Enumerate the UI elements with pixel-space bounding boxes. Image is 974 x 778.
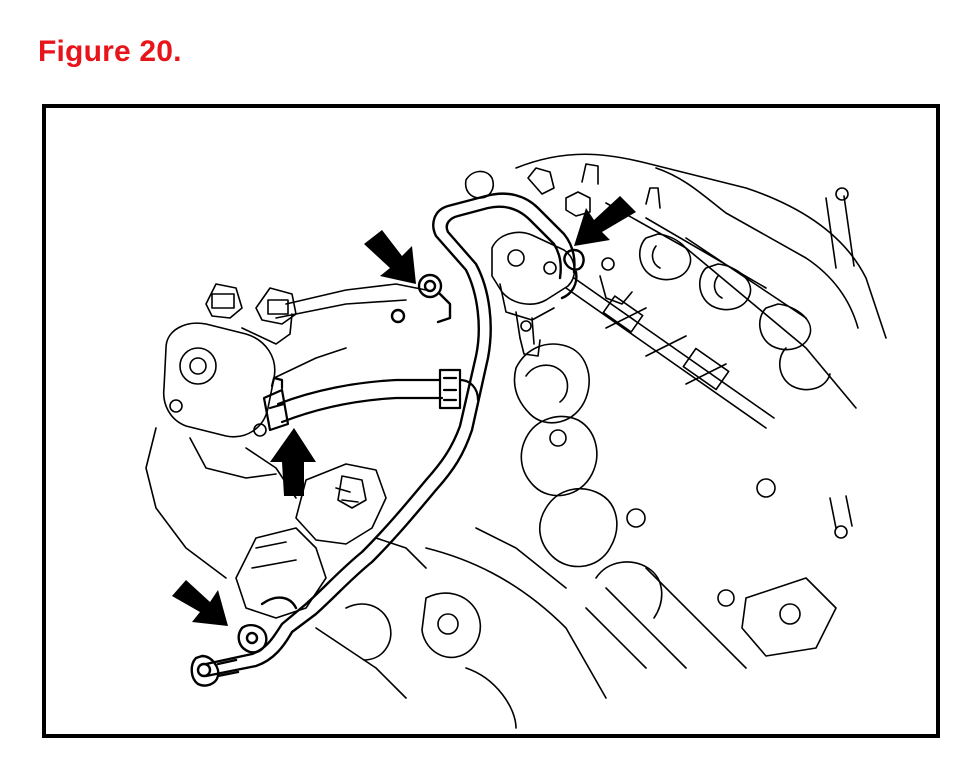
arrow-icon	[270, 428, 316, 496]
arrow-icon	[364, 230, 416, 284]
vacuum-hose	[262, 368, 480, 432]
arrow-icon	[574, 196, 636, 246]
illustration-frame	[42, 104, 940, 738]
throttle-body	[145, 283, 427, 579]
pressure-regulator	[464, 163, 661, 357]
engine-line-drawing	[145, 153, 887, 729]
intake-manifold	[425, 153, 887, 699]
mounting-bracket	[235, 463, 517, 729]
fuel-pipe	[190, 192, 585, 687]
figure-title: Figure 20.	[38, 35, 182, 68]
arrow-icon	[172, 580, 228, 626]
